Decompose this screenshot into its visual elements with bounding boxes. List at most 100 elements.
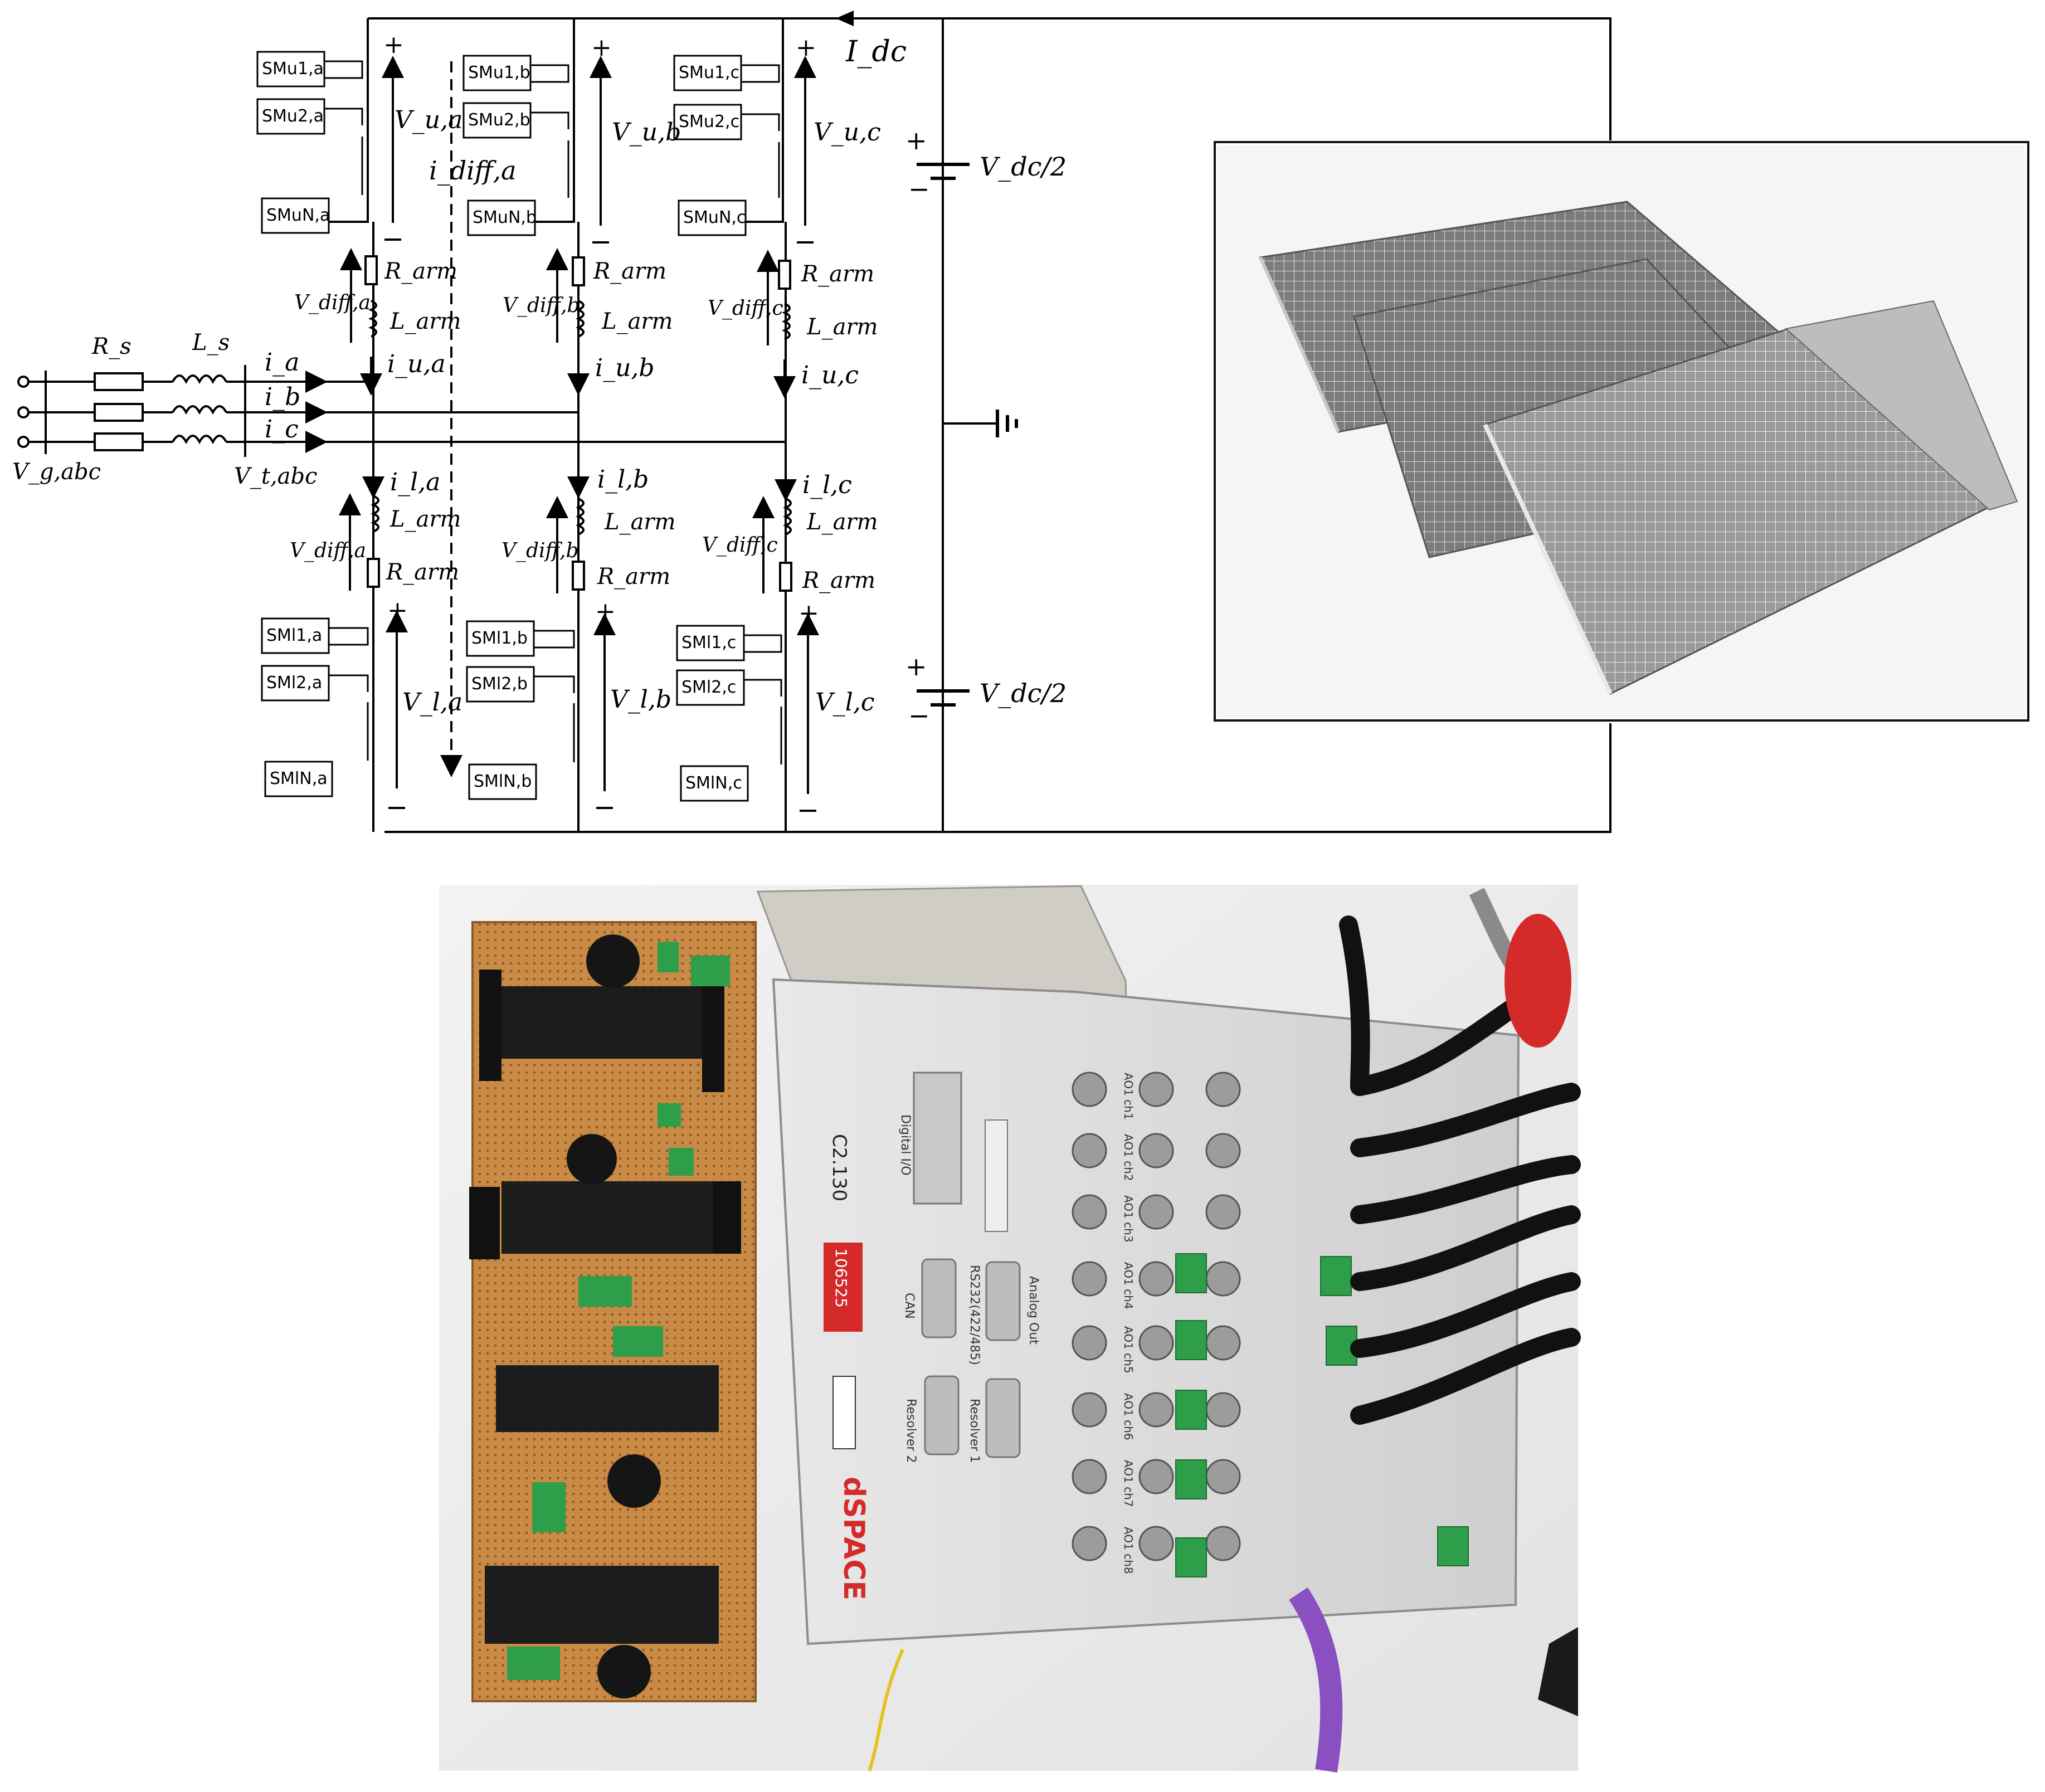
iub-label: i_u,b	[595, 354, 655, 382]
ao-label: AO1 ch4	[1122, 1262, 1135, 1309]
submodule-box	[264, 761, 333, 797]
vdiffb-label: V_diff,b	[503, 294, 580, 317]
dspace-unit: C2.130 106525 dSPACE Digital I/O CAN RS2…	[772, 978, 1520, 1645]
rarm-label: R_arm	[801, 261, 874, 287]
capacitor	[567, 1134, 617, 1184]
mmc-schematic: I_dc + − V_dc/2 + − V_dc/2	[12, 10, 1611, 833]
vdiff-arrows	[339, 248, 779, 593]
ao-label: AO1 ch3	[1122, 1195, 1135, 1243]
ib-label: i_b	[265, 383, 300, 411]
ao-label: AO1 ch7	[1122, 1460, 1135, 1507]
submodule-box	[256, 98, 325, 135]
sm-label: SMl1,c	[681, 633, 736, 652]
submodule-dashes	[367, 137, 787, 764]
terminal-block	[669, 1148, 694, 1176]
submodule-box	[462, 102, 532, 139]
hardware-photo: C2.130 106525 dSPACE Digital I/O CAN RS2…	[439, 885, 1581, 1773]
vdc-lower-label: V_dc/2	[980, 678, 1067, 708]
bnc-connectors	[1072, 1072, 1241, 1561]
terminal-block	[658, 942, 679, 972]
rs-label: R_s	[91, 334, 132, 359]
barcode-tag: 106525	[832, 1248, 850, 1308]
terminal-block	[613, 1326, 663, 1357]
ila-label: i_l,a	[390, 468, 440, 496]
sm-label: SMu1,b	[468, 63, 530, 82]
plus-sign: +	[383, 31, 404, 59]
sm-label: SMu2,c	[679, 112, 739, 132]
plus-sign: +	[798, 599, 819, 627]
submodule-box	[676, 669, 745, 706]
power-plug	[1538, 1627, 1578, 1716]
arm-voltage-plus: + + + + + +	[383, 31, 819, 627]
arm-voltage-arrows	[382, 56, 819, 812]
vdc-lower-plus: +	[905, 651, 927, 681]
dc-source-upper	[917, 163, 970, 180]
sm-label: SMu1,a	[262, 59, 324, 79]
rarm-label: R_arm	[802, 568, 875, 593]
vla-label: V_l,a	[402, 688, 462, 717]
idiff-label: i_diff,a	[429, 155, 517, 186]
larm-label: L_arm	[601, 309, 673, 334]
red-connector	[1504, 914, 1571, 1048]
capacitor	[607, 1454, 661, 1508]
larm-label: L_arm	[806, 509, 878, 535]
sm-label: SMl1,b	[471, 629, 528, 648]
digital-io-connector	[913, 1072, 962, 1205]
vuc-label: V_u,c	[814, 118, 881, 147]
vdiffc-label: V_diff,c	[708, 297, 783, 320]
ia-label: i_a	[265, 348, 299, 377]
rarm-label: R_arm	[386, 559, 459, 585]
barcode-label	[832, 1376, 856, 1449]
analog-channel-labels: AO1 ch1 AO1 ch2 AO1 ch3 AO1 ch4 AO1 ch5 …	[1122, 1073, 1135, 1574]
vdiffc-label-lower: V_diff,c	[702, 534, 778, 557]
submodule-labels: SMu1,a SMu2,a SMuN,a SMu1,b SMu2,b SMuN,…	[262, 59, 746, 793]
submodule-box	[678, 199, 747, 236]
heat-sink	[485, 1566, 719, 1644]
ic-label: i_c	[265, 415, 299, 444]
panel-label-resolver-1: Resolver 1	[967, 1399, 981, 1463]
sm-label: SMuN,a	[266, 206, 330, 225]
vdc-upper-label: V_dc/2	[980, 152, 1067, 182]
submodule-box	[467, 199, 536, 236]
larm-label: L_arm	[604, 509, 675, 535]
ao-label: AO1 ch8	[1122, 1527, 1135, 1574]
ls-label: L_s	[192, 330, 230, 356]
terminal-block	[507, 1647, 560, 1680]
plus-sign: +	[796, 33, 816, 62]
submodule-box	[261, 665, 330, 702]
terminal-block	[532, 1482, 566, 1532]
rarm-label: R_arm	[597, 564, 670, 590]
ilc-label: i_l,c	[802, 471, 852, 499]
idc-label: I_dc	[845, 35, 907, 69]
converter-board	[469, 921, 757, 1702]
sm-label: SMu1,c	[679, 63, 739, 82]
vlc-label: V_l,c	[815, 688, 874, 717]
vdc-upper-minus: −	[908, 174, 930, 204]
larm-label: L_arm	[389, 309, 461, 334]
submodule-box	[673, 104, 742, 140]
arm-impedances	[364, 255, 792, 592]
heat-sink	[501, 1181, 713, 1254]
submodule-box	[673, 55, 742, 91]
sm-label: SMuN,c	[683, 208, 746, 227]
vdiffb-label-lower: V_diff,b	[501, 539, 579, 562]
ilb-label: i_l,b	[597, 465, 649, 494]
sm-label: SMl1,a	[266, 626, 322, 645]
submodule-box	[466, 620, 535, 657]
vub-label: V_u,b	[612, 118, 681, 147]
panel-label-can: CAN	[902, 1293, 916, 1319]
unit-tag: C2.130	[828, 1134, 850, 1201]
plus-sign: +	[595, 597, 616, 626]
sm-label: SMlN,a	[270, 769, 328, 788]
larm-label: L_arm	[806, 314, 878, 340]
brand-logo: dSPACE	[837, 1477, 870, 1600]
submodule-stacks	[256, 51, 782, 802]
terminal-block	[658, 1103, 681, 1127]
arm-current-arrows	[360, 357, 797, 501]
dc-source-lower	[917, 689, 970, 707]
ao-label: AO1 ch2	[1122, 1134, 1135, 1181]
vdiffa-label: V_diff,a	[294, 291, 371, 314]
submodule-box	[261, 617, 330, 654]
rarm-label: R_arm	[384, 259, 457, 284]
